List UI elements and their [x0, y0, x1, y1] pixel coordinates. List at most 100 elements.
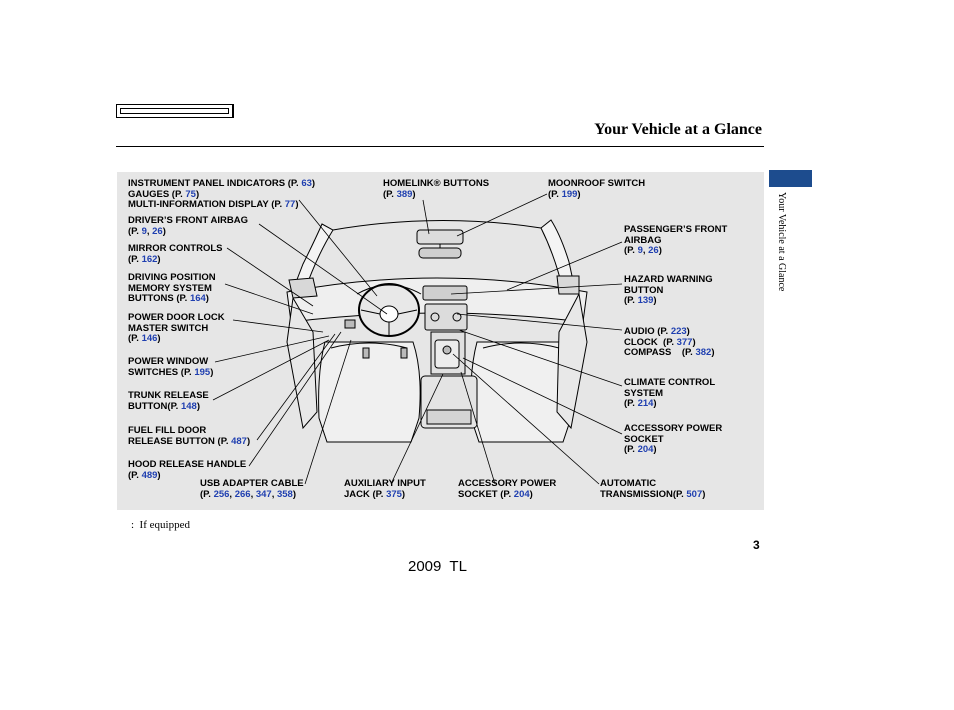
label-line: MIRROR CONTROLS — [128, 243, 223, 255]
label-line: DRIVER’S FRONT AIRBAG — [128, 215, 248, 227]
page-reference-link[interactable]: 9 — [637, 245, 643, 256]
page-reference-link[interactable]: 199 — [561, 188, 578, 200]
label-text: (P. — [128, 253, 142, 265]
leader-power-window — [214, 335, 330, 363]
cabin-illustration — [212, 193, 623, 485]
page-reference-link[interactable]: 223 — [670, 326, 687, 337]
label-text: FUEL FILL DOOR — [128, 425, 207, 436]
page-reference-link[interactable]: 77 — [284, 199, 296, 210]
label-line: HOOD RELEASE HANDLE — [128, 459, 246, 471]
label-text: MIRROR CONTROLS — [128, 243, 223, 254]
leader-hood — [248, 331, 342, 467]
page-reference-link[interactable]: 375 — [386, 488, 402, 500]
page-reference-link[interactable]: 204 — [513, 488, 530, 500]
page-reference-link[interactable]: 75 — [185, 188, 196, 200]
leader-driving-position — [224, 283, 314, 315]
label-text: DRIVER’S FRONT AIRBAG — [128, 215, 248, 226]
chapter-tab-box — [116, 104, 234, 118]
page-reference-link[interactable]: 256 — [213, 488, 230, 500]
label-mirror-controls: MIRROR CONTROLS(P. 162) — [128, 243, 223, 266]
label-line: RELEASE BUTTON (P. 487) — [128, 435, 251, 448]
label-text: AUXILIARY INPUT — [344, 478, 426, 489]
page-reference-link[interactable]: 389 — [396, 188, 413, 200]
page-reference-link[interactable]: 358 — [276, 488, 293, 500]
label-instrument-panel: INSTRUMENT PANEL INDICATORS (P. 63)GAUGE… — [128, 178, 315, 211]
page-reference-link[interactable]: 195 — [194, 366, 211, 378]
label-line: INSTRUMENT PANEL INDICATORS (P. 63) — [128, 178, 315, 190]
label-text: BUTTONS (P. — [128, 293, 190, 304]
label-text: BUTTON — [624, 284, 664, 296]
page-reference-link[interactable]: 26 — [152, 225, 163, 237]
label-line: AUXILIARY INPUT — [344, 478, 426, 490]
page-reference-link[interactable]: 139 — [637, 295, 654, 306]
page-reference-link[interactable]: 507 — [686, 488, 703, 500]
label-line: (P. 9, 26) — [624, 245, 727, 257]
label-text: (P. — [624, 444, 638, 455]
label-text: (P. — [624, 295, 638, 306]
page-reference-link[interactable]: 214 — [637, 398, 654, 409]
label-text: ) — [711, 347, 715, 358]
page-reference-link[interactable]: 377 — [676, 336, 693, 348]
page-reference-link[interactable]: 26 — [648, 245, 659, 256]
leader-climate — [458, 329, 623, 387]
label-line: SOCKET — [624, 434, 722, 446]
label-line: PASSENGER’S FRONT — [624, 224, 727, 236]
page-reference-link[interactable]: 204 — [637, 444, 654, 455]
label-line: USB ADAPTER CABLE — [200, 478, 304, 490]
label-text: (P. — [548, 188, 562, 200]
label-driver-airbag: DRIVER’S FRONT AIRBAG(P. 9, 26) — [128, 215, 248, 238]
page-reference-link[interactable]: 9 — [141, 225, 147, 237]
page-reference-link[interactable]: 148 — [180, 400, 197, 412]
page-reference-link[interactable]: 146 — [141, 333, 158, 344]
label-text: ) — [653, 295, 657, 306]
label-text: ) — [401, 488, 406, 500]
label-text: GAUGES (P. — [128, 188, 186, 200]
audio-panel — [424, 303, 468, 331]
page-reference-link[interactable]: 162 — [141, 253, 158, 265]
label-text: , — [250, 488, 256, 500]
label-text: (P. — [128, 225, 142, 237]
leader-instrument — [298, 199, 378, 297]
page-reference-link[interactable]: 266 — [234, 488, 251, 500]
label-text: ) — [246, 435, 251, 447]
label-line: SOCKET (P. 204) — [458, 488, 556, 501]
page-reference-link[interactable]: 63 — [301, 178, 312, 189]
label-line: POWER DOOR LOCK — [128, 312, 225, 324]
label-line: JACK (P. 375) — [344, 488, 426, 501]
label-text: TRUNK RELEASE — [128, 390, 209, 401]
label-text: POWER WINDOW — [128, 356, 209, 367]
label-text: (P. — [624, 398, 638, 409]
label-line: MASTER SWITCH — [128, 323, 225, 335]
leader-hazard — [450, 283, 623, 295]
label-line: COMPASS (P. 382) — [624, 347, 715, 359]
leader-usb — [304, 339, 352, 485]
label-text: ) — [295, 199, 299, 210]
leader-audio — [456, 313, 623, 331]
label-text: SYSTEM — [624, 387, 664, 399]
label-line: (P. 162) — [128, 253, 222, 266]
label-text: ) — [157, 253, 161, 265]
label-text: MULTI-INFORMATION DISPLAY (P. — [128, 199, 285, 210]
label-line: AIRBAG — [624, 235, 727, 247]
label-line: FUEL FILL DOOR — [128, 425, 250, 437]
label-line: ACCESSORY POWER — [624, 423, 722, 435]
label-line: (P. 489) — [128, 469, 246, 482]
rearview-mirror — [418, 247, 462, 259]
label-line: POWER WINDOW — [128, 356, 213, 368]
label-text: ) — [157, 333, 161, 344]
right-side-mirror — [556, 275, 580, 295]
label-text: BUTTON(P. — [128, 400, 181, 412]
label-text: ) — [412, 188, 416, 200]
label-line: (P. 9, 26) — [128, 225, 248, 238]
page-reference-link[interactable]: 382 — [695, 347, 712, 358]
page-reference-link[interactable]: 489 — [141, 469, 158, 481]
label-line: AUTOMATIC — [600, 478, 705, 490]
leader-fuel — [256, 333, 336, 441]
leader-mirror — [226, 247, 314, 307]
page-reference-link[interactable]: 164 — [189, 293, 206, 304]
page-reference-link[interactable]: 487 — [231, 435, 247, 447]
page-reference-link[interactable]: 347 — [255, 488, 272, 500]
